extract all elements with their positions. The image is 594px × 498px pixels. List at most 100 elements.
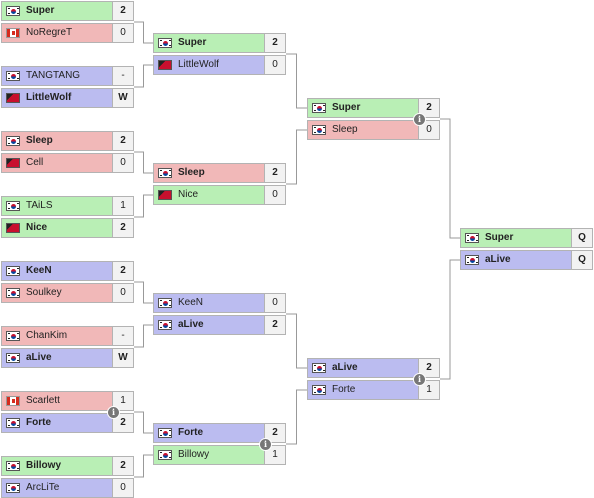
- score-cell: 1: [265, 446, 285, 464]
- player-name: Billowy: [178, 449, 210, 460]
- bracket-slot-sleep[interactable]: Sleep 2: [1, 131, 134, 151]
- south-korea-flag-icon: [158, 450, 172, 460]
- player-cell[interactable]: aLive: [308, 359, 419, 377]
- score-cell: 2: [265, 164, 285, 182]
- score-cell: 0: [113, 479, 133, 497]
- player-cell[interactable]: Nice: [2, 219, 113, 237]
- player-cell[interactable]: Forte: [2, 414, 113, 432]
- info-icon[interactable]: i: [413, 373, 426, 386]
- info-icon[interactable]: i: [413, 113, 426, 126]
- player-cell[interactable]: Sleep: [308, 121, 419, 139]
- player-cell[interactable]: Super: [461, 229, 572, 247]
- score-cell: 2: [113, 457, 133, 475]
- bracket-slot-arclite[interactable]: ArcLiTe 0: [1, 478, 134, 498]
- player-cell[interactable]: Super: [308, 99, 419, 117]
- player-name: Forte: [178, 427, 203, 438]
- player-cell[interactable]: LittleWolf: [2, 89, 113, 107]
- player-name: Sleep: [26, 135, 53, 146]
- player-name: ChanKim: [26, 330, 68, 341]
- player-cell[interactable]: KeeN: [2, 262, 113, 280]
- connector-line: [440, 118, 460, 239]
- player-cell[interactable]: Sleep: [2, 132, 113, 150]
- player-cell[interactable]: Forte: [308, 381, 419, 399]
- player-cell[interactable]: KeeN: [154, 294, 265, 312]
- red-flag-icon: [6, 93, 20, 103]
- score-cell: 2: [419, 359, 439, 377]
- score-cell: 2: [265, 34, 285, 52]
- south-korea-flag-icon: [6, 331, 20, 341]
- score-cell: 1: [113, 197, 133, 215]
- player-cell[interactable]: Forte: [154, 424, 265, 442]
- score-cell: 2: [113, 132, 133, 150]
- player-cell[interactable]: TANGTANG: [2, 67, 113, 85]
- player-cell[interactable]: aLive: [2, 349, 113, 367]
- player-cell[interactable]: TAiLS: [2, 197, 113, 215]
- score-cell: 0: [113, 24, 133, 42]
- player-name: aLive: [332, 362, 358, 373]
- player-name: Forte: [26, 417, 51, 428]
- player-name: aLive: [178, 319, 204, 330]
- player-cell[interactable]: aLive: [461, 251, 572, 269]
- player-cell[interactable]: Billowy: [2, 457, 113, 475]
- score-cell: 1: [419, 381, 439, 399]
- player-name: Sleep: [332, 124, 358, 135]
- score-cell: W: [113, 349, 133, 367]
- player-cell[interactable]: ChanKim: [2, 327, 113, 345]
- player-cell[interactable]: Nice: [154, 186, 265, 204]
- player-cell[interactable]: LittleWolf: [154, 56, 265, 74]
- connector-line: [440, 259, 460, 380]
- player-cell[interactable]: Sleep: [154, 164, 265, 182]
- connector-line: [134, 324, 153, 348]
- player-cell[interactable]: Soulkey: [2, 284, 113, 302]
- bracket-slot-littlewolf[interactable]: LittleWolf 0: [153, 55, 286, 75]
- bracket-slot-billowy[interactable]: Billowy 1: [153, 445, 286, 465]
- info-icon[interactable]: i: [259, 438, 272, 451]
- player-cell[interactable]: Scarlett: [2, 392, 113, 410]
- player-name: LittleWolf: [178, 59, 219, 70]
- player-cell[interactable]: Cell: [2, 154, 113, 172]
- connector-line: [134, 281, 153, 304]
- player-cell[interactable]: aLive: [154, 316, 265, 334]
- bracket-slot-alive[interactable]: aLive 2: [307, 358, 440, 378]
- player-name: ArcLiTe: [26, 482, 60, 493]
- player-cell[interactable]: Billowy: [154, 446, 265, 464]
- connector-line: [286, 129, 307, 185]
- south-korea-flag-icon: [312, 125, 326, 135]
- south-korea-flag-icon: [312, 363, 326, 373]
- info-icon[interactable]: i: [107, 406, 120, 419]
- south-korea-flag-icon: [158, 320, 172, 330]
- score-cell: 0: [265, 56, 285, 74]
- score-cell: Q: [572, 251, 592, 269]
- connector-line: [134, 151, 153, 174]
- bracket-slot-chankim[interactable]: ChanKim-: [1, 326, 134, 346]
- player-cell[interactable]: NoRegreT: [2, 24, 113, 42]
- player-cell[interactable]: Super: [154, 34, 265, 52]
- player-cell[interactable]: ArcLiTe: [2, 479, 113, 497]
- player-cell[interactable]: Super: [2, 2, 113, 20]
- south-korea-flag-icon: [312, 103, 326, 113]
- bracket-slot-tangtang[interactable]: TANGTANG-: [1, 66, 134, 86]
